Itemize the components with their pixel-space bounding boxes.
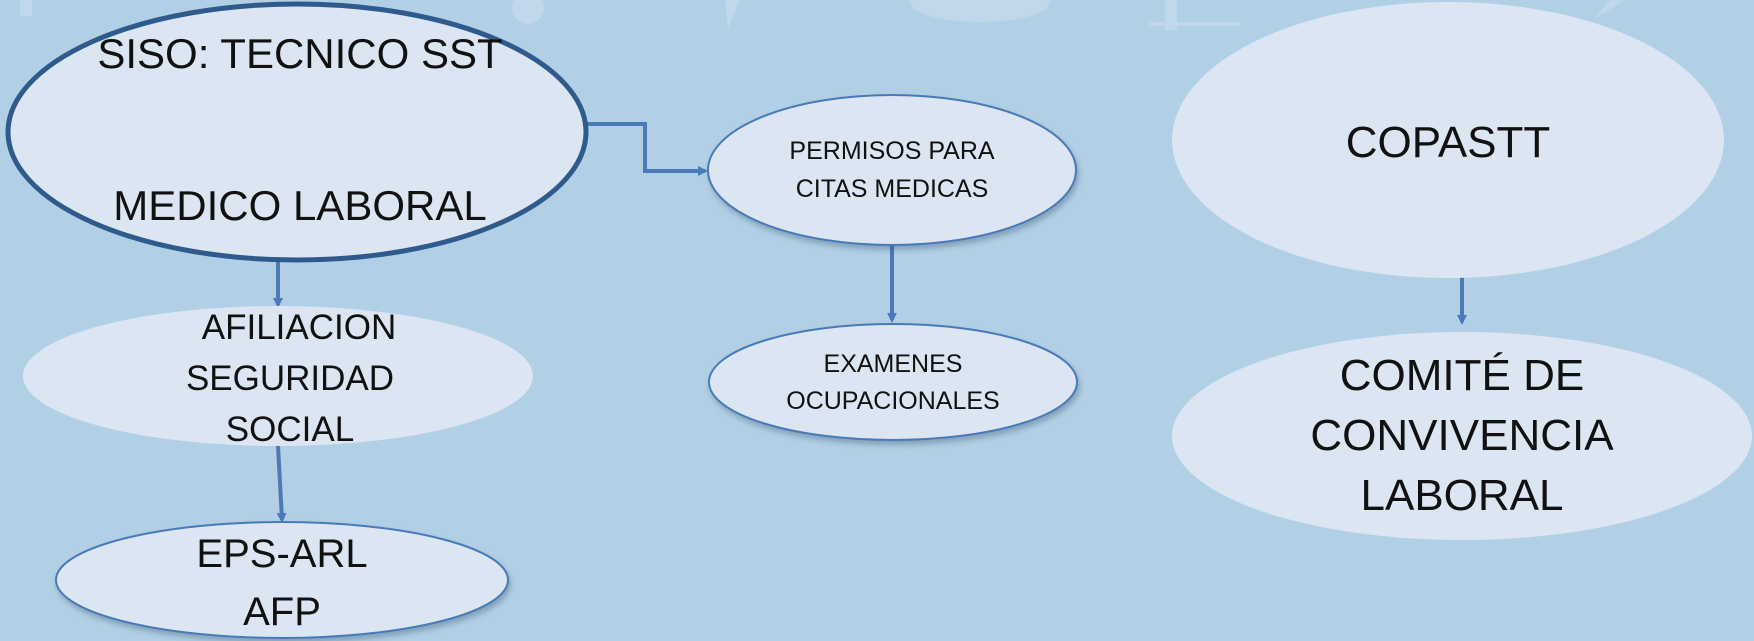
node-copastt — [1172, 2, 1724, 278]
node-examenes — [708, 323, 1078, 441]
edge-siso-permisos — [585, 122, 708, 176]
edges — [273, 122, 1467, 523]
node-comite — [1172, 332, 1752, 540]
edge-afiliacion-eps — [276, 445, 287, 523]
background-decoration — [20, 0, 1625, 30]
node-siso — [5, 1, 589, 263]
node-permisos — [707, 94, 1077, 246]
node-afiliacion — [23, 306, 533, 446]
node-eps — [55, 521, 509, 639]
